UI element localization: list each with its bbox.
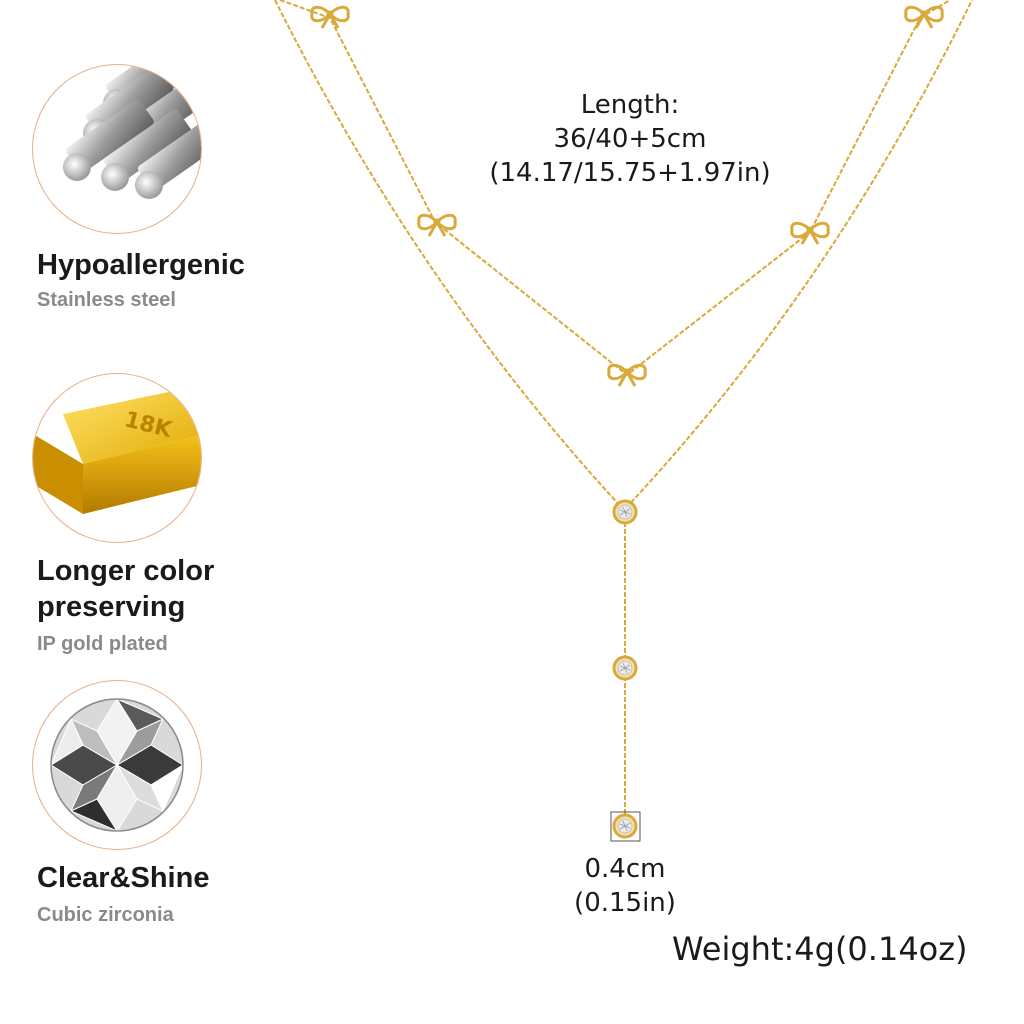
weight-label: Weight:4g(0.14oz) xyxy=(672,930,968,968)
length-in: (14.17/15.75+1.97in) xyxy=(489,158,771,188)
feature-title-color-line2: preserving xyxy=(37,591,186,623)
diamond-icon xyxy=(32,680,202,850)
stone-size-label: 0.4cm (0.15in) xyxy=(545,852,705,920)
necklace-image xyxy=(250,0,1024,1024)
feature-subtitle-cubic-zirconia: Cubic zirconia xyxy=(37,904,174,926)
necklace-drawing xyxy=(274,0,973,842)
stone-size-cm: 0.4cm xyxy=(584,854,666,884)
feature-title-clear-shine: Clear&Shine xyxy=(37,862,210,894)
feature-subtitle-ip-gold: IP gold plated xyxy=(37,633,168,655)
steel-rods-icon xyxy=(32,64,202,234)
length-label: Length: 36/40+5cm (14.17/15.75+1.97in) xyxy=(450,88,810,190)
feature-title-hypoallergenic: Hypoallergenic xyxy=(37,249,245,281)
stone-size-in: (0.15in) xyxy=(574,888,676,918)
gold-bar-icon: 18K xyxy=(32,373,202,543)
feature-title-color-line1: Longer color xyxy=(37,555,215,587)
length-heading: Length: xyxy=(580,90,680,120)
feature-subtitle-stainless-steel: Stainless steel xyxy=(37,289,176,311)
length-cm: 36/40+5cm xyxy=(553,124,707,154)
